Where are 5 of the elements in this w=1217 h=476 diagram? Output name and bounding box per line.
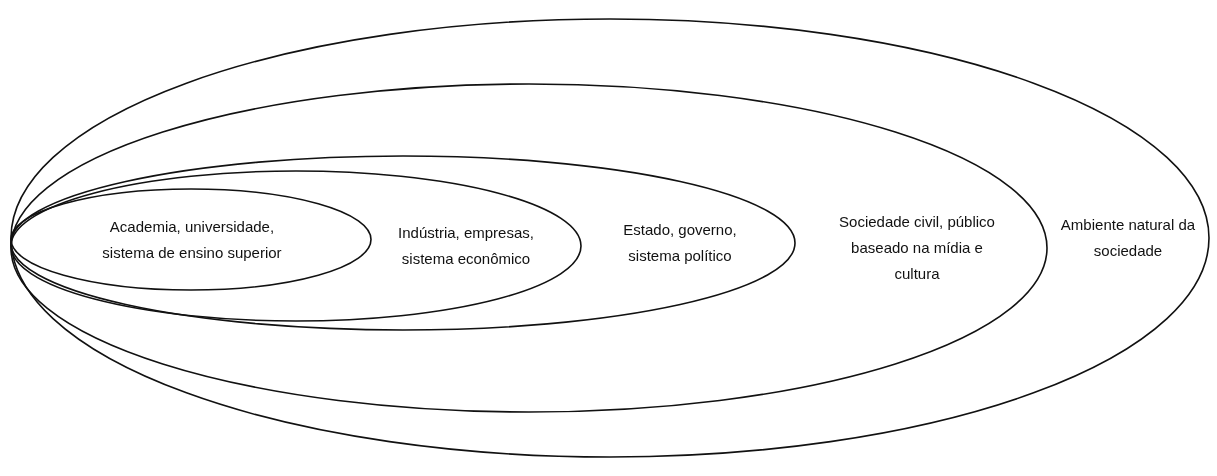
region-label: Indústria, empresas, sistema econômico [397, 223, 535, 269]
region-label: Academia, universidade, sistema de ensino superior [101, 216, 283, 263]
region-label: Ambiente natural da sociedade [1059, 215, 1197, 261]
region-label: Sociedade civil, público baseado na mídia e cultura [838, 212, 996, 284]
region-label: Estado, governo, sistema político [622, 220, 738, 266]
